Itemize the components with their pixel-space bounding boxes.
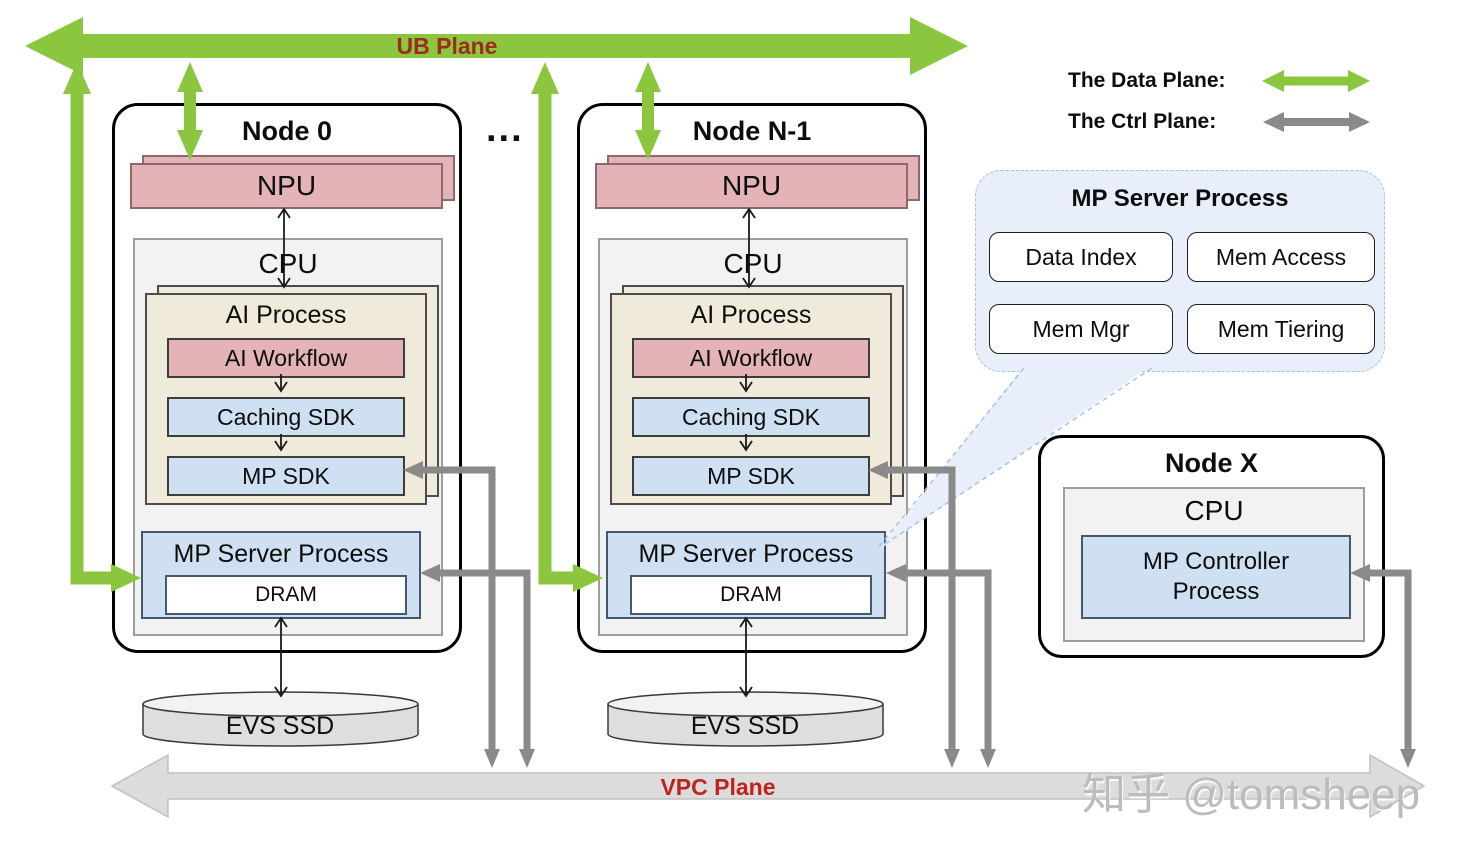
mp-server-process-box: MP Server Process DRAM — [141, 531, 421, 619]
node-title: Node X — [1164, 448, 1258, 478]
callout-item-data-index: Data Index — [989, 232, 1173, 282]
callout-item-mem-access: Mem Access — [1187, 232, 1375, 282]
caching-sdk-box: Caching SDK — [167, 397, 405, 437]
data-plane-arrow-icon — [1262, 70, 1370, 92]
callout-item-mem-tiering: Mem Tiering — [1187, 304, 1375, 354]
legend-data-plane-label: The Data Plane: — [1068, 69, 1226, 92]
node-title: Node N-1 — [692, 116, 812, 146]
cpu-label: CPU — [1184, 495, 1244, 526]
callout-title: MP Server Process — [1071, 185, 1289, 212]
node-x: Node X CPU MP Controller Process — [1038, 435, 1385, 658]
mp-server-process-label: MP Server Process — [638, 540, 854, 568]
evs-ssd-cylinder: EVS SSD — [142, 691, 419, 747]
npu-box: NPU — [595, 163, 908, 209]
watermark: 知乎 @tomsheep — [1082, 770, 1421, 819]
mp-server-process-label: MP Server Process — [173, 540, 389, 568]
legend-ctrl-plane-label: The Ctrl Plane: — [1068, 110, 1217, 133]
ai-process-label: AI Process — [690, 301, 812, 329]
evs-ssd-label: EVS SSD — [226, 712, 334, 740]
callout-mp-server-process: MP Server Process Data Index Mem Access … — [975, 170, 1385, 372]
npu-box: NPU — [130, 163, 443, 209]
mp-server-process-box: MP Server Process DRAM — [606, 531, 886, 619]
ai-process-box: AI Process AI Workflow Caching SDK MP SD… — [145, 293, 427, 505]
dram-box: DRAM — [165, 575, 407, 615]
dram-box: DRAM — [630, 575, 872, 615]
node-0: Node 0 NPU CPU AI Process AI Workflow Ca… — [112, 103, 462, 653]
ctrl-plane-arrow-icon — [1263, 112, 1370, 132]
caching-sdk-box: Caching SDK — [632, 397, 870, 437]
cpu-label: CPU — [258, 248, 318, 279]
evs-ssd-label: EVS SSD — [691, 712, 799, 740]
mp-controller-process-label: MP Controller Process — [1142, 548, 1290, 605]
ellipsis: ... — [486, 108, 524, 150]
ai-process-box: AI Process AI Workflow Caching SDK MP SD… — [610, 293, 892, 505]
callout-item-mem-mgr: Mem Mgr — [989, 304, 1173, 354]
mp-sdk-box: MP SDK — [632, 456, 870, 496]
ai-workflow-box: AI Workflow — [632, 338, 870, 378]
ai-process-label: AI Process — [225, 301, 347, 329]
vpc-plane-label: VPC Plane — [660, 774, 775, 800]
ub-plane-arrow: UB Plane — [25, 17, 968, 75]
ai-workflow-box: AI Workflow — [167, 338, 405, 378]
mp-sdk-box: MP SDK — [167, 456, 405, 496]
evs-ssd-cylinder: EVS SSD — [607, 691, 884, 747]
mp-controller-process-box: MP Controller Process — [1081, 535, 1351, 619]
cpu-label: CPU — [723, 248, 783, 279]
node-n-1: Node N-1 NPU CPU AI Process AI Workflow … — [577, 103, 927, 653]
cpu-container: CPU MP Controller Process — [1063, 487, 1365, 642]
ub-plane-label: UB Plane — [397, 33, 498, 59]
node-title: Node 0 — [241, 116, 333, 146]
